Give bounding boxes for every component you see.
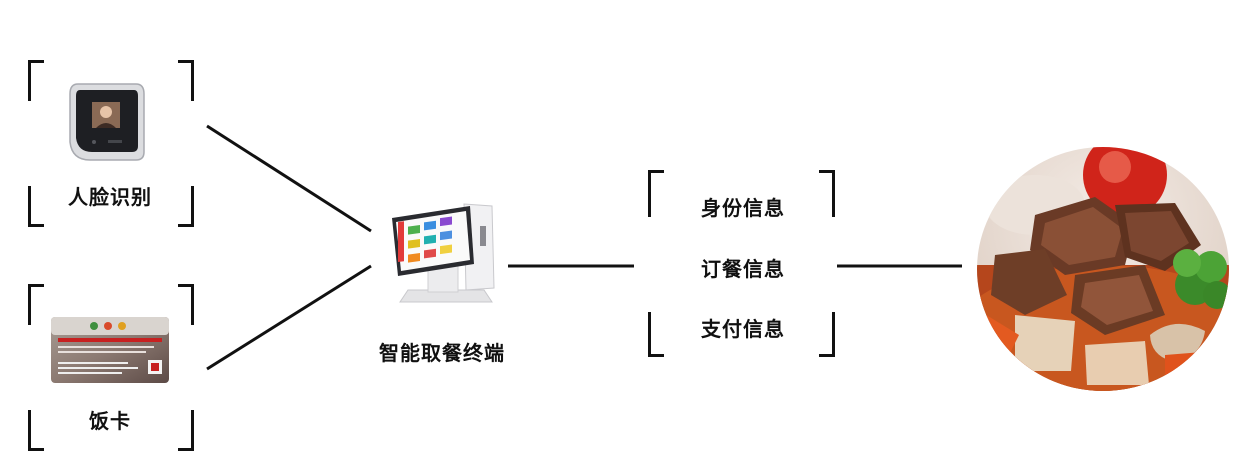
bracket-bottom-left bbox=[28, 186, 44, 227]
meal-card-icon bbox=[51, 317, 169, 383]
bracket-bottom-left bbox=[28, 410, 44, 451]
face-recognition-label: 人脸识别 bbox=[68, 185, 152, 209]
face-recognition-terminal-icon bbox=[69, 83, 145, 161]
bracket-bottom-right bbox=[178, 186, 194, 227]
bracket-top-left bbox=[28, 60, 44, 101]
braised-beef-dish-image bbox=[977, 147, 1229, 391]
bracket-bottom-right bbox=[178, 410, 194, 451]
bracket-top-right bbox=[819, 170, 835, 217]
bracket-top-right bbox=[178, 60, 194, 101]
bracket-bottom-left bbox=[648, 312, 664, 357]
line-card-to-terminal bbox=[206, 264, 372, 371]
bracket-top-right bbox=[178, 284, 194, 325]
line-face-to-terminal bbox=[206, 124, 372, 233]
meal-card-label: 饭卡 bbox=[89, 409, 131, 433]
bracket-top-left bbox=[648, 170, 664, 217]
info-item-order: 订餐信息 bbox=[701, 257, 785, 281]
bracket-bottom-right bbox=[819, 312, 835, 357]
info-item-identity: 身份信息 bbox=[701, 196, 785, 220]
terminal-label: 智能取餐终端 bbox=[379, 341, 505, 365]
bracket-top-left bbox=[28, 284, 44, 325]
info-item-payment: 支付信息 bbox=[701, 317, 785, 341]
touchscreen-terminal-icon bbox=[392, 203, 495, 303]
